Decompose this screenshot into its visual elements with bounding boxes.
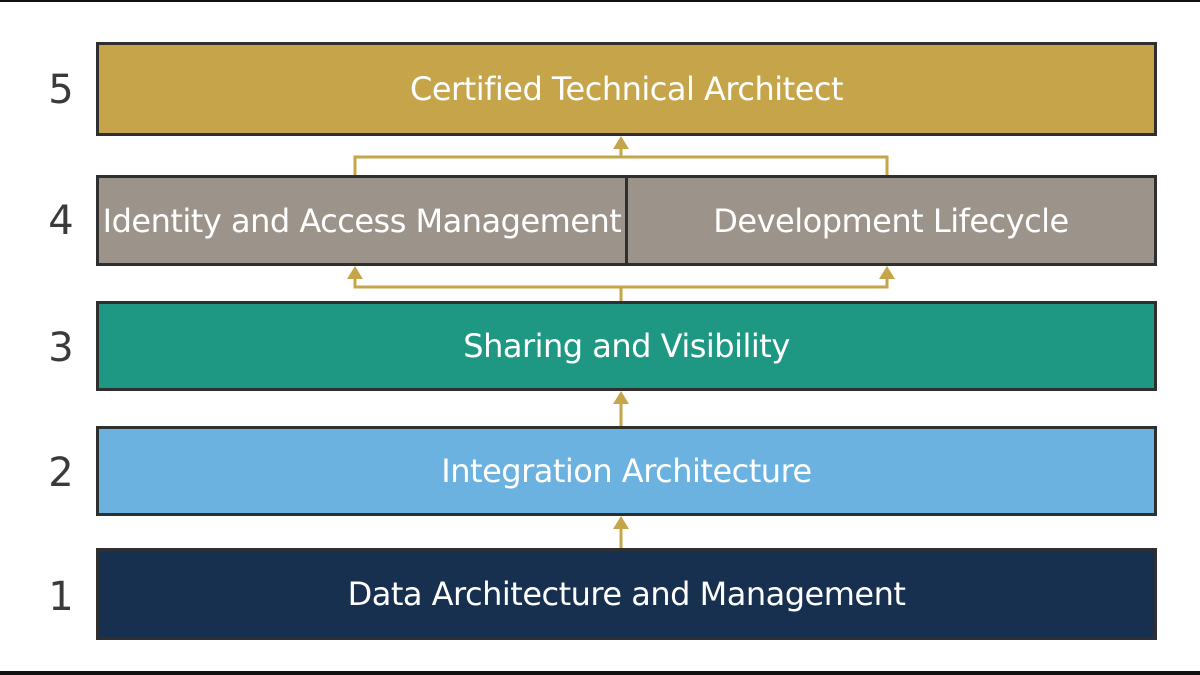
level-5-box: Certified Technical Architect — [96, 42, 1157, 136]
top-frame-line — [0, 0, 1200, 2]
level-2-label: Integration Architecture — [441, 452, 812, 490]
level-number-3: 3 — [48, 325, 74, 371]
arrowhead-3-to-4-right — [879, 266, 895, 279]
level-4-right-cell: Development Lifecycle — [625, 178, 1154, 263]
level-number-4: 4 — [48, 198, 74, 244]
arrowhead-1-to-2 — [613, 516, 629, 529]
level-2-box: Integration Architecture — [96, 426, 1157, 516]
arrowhead-4-to-5 — [613, 136, 629, 149]
level-3-label: Sharing and Visibility — [463, 327, 790, 365]
arrowhead-3-to-4-left — [347, 266, 363, 279]
level-4-left-label: Identity and Access Management — [102, 201, 622, 240]
level-5-label: Certified Technical Architect — [409, 70, 844, 108]
level-number-2: 2 — [48, 450, 74, 496]
level-4-left-cell: Identity and Access Management — [99, 178, 625, 263]
level-number-1: 1 — [48, 574, 74, 620]
split-3-to-4 — [353, 279, 623, 301]
level-1-box: Data Architecture and Management — [96, 548, 1157, 640]
level-number-5: 5 — [48, 67, 74, 113]
level-3-box: Sharing and Visibility — [96, 301, 1157, 391]
merge-4-to-5 — [353, 155, 889, 175]
bottom-frame-line — [0, 671, 1200, 675]
split-3-to-4-right — [621, 279, 889, 289]
level-4-box: Identity and Access Management Developme… — [96, 175, 1157, 266]
level-1-label: Data Architecture and Management — [347, 575, 906, 613]
level-4-right-label: Development Lifecycle — [713, 201, 1069, 240]
arrowhead-2-to-3 — [613, 391, 629, 404]
